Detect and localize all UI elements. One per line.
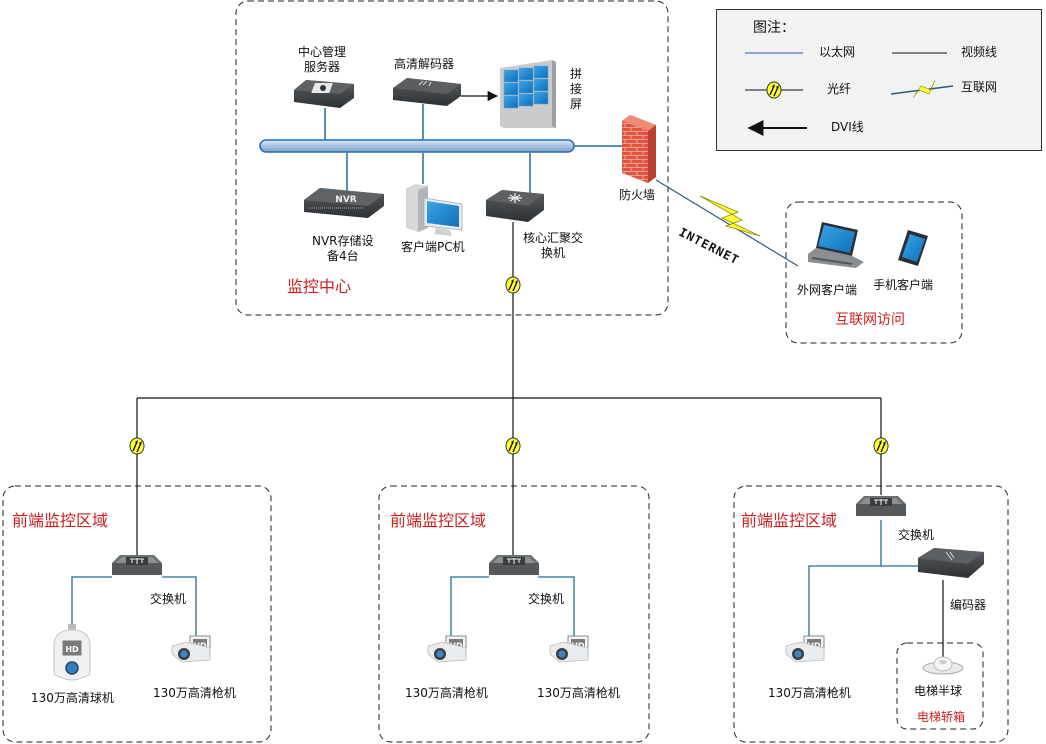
bullet-camera-icon bbox=[171, 635, 211, 663]
front-zone-2-title: 前端监控区域 bbox=[390, 511, 487, 530]
legend-panel: 图注： 以太网 视频线 光纤 互联网 DVI线 bbox=[716, 9, 1042, 151]
svg-text:HD: HD bbox=[65, 645, 79, 654]
front-zone-2 bbox=[378, 485, 650, 743]
legend-label-internet: 互联网 bbox=[961, 80, 998, 94]
laptop-client-label: 外网客户端 bbox=[797, 283, 858, 297]
front-zone-1-title: 前端监控区域 bbox=[12, 511, 109, 530]
ethernet-backbone-bus bbox=[259, 139, 575, 153]
bullet-camera-icon bbox=[785, 635, 825, 663]
zone2-switch-label: 交换机 bbox=[528, 592, 565, 606]
encoder-icon bbox=[918, 548, 984, 578]
legend-title: 图注： bbox=[753, 20, 795, 36]
fiber-icon bbox=[505, 437, 521, 455]
zone2-ethernet bbox=[450, 576, 575, 636]
internet-lightning-link bbox=[655, 179, 799, 267]
front-zone-3-title: 前端监控区域 bbox=[741, 511, 838, 530]
legend-label-fiber: 光纤 bbox=[827, 82, 852, 96]
internet-access-title: 互联网访问 bbox=[835, 312, 905, 328]
bullet-camera-label: 130万高清枪机 bbox=[768, 686, 851, 700]
video-wall-label: 拼 接 屏 bbox=[570, 67, 583, 111]
front-zone-3 bbox=[733, 485, 1009, 743]
zone3-switch-label: 交换机 bbox=[898, 528, 935, 542]
elevator-car-title: 电梯轿箱 bbox=[917, 710, 966, 724]
legend-label-dvi: DVI线 bbox=[831, 120, 864, 134]
zone3-ethernet bbox=[808, 520, 922, 636]
zone2-switch-icon bbox=[488, 554, 540, 576]
bullet-camera-label: 130万高清枪机 bbox=[405, 686, 488, 700]
legend-label-ethernet: 以太网 bbox=[819, 45, 856, 59]
bullet-camera-label: 130万高清枪机 bbox=[537, 686, 620, 700]
speed-dome-camera-icon: HD bbox=[53, 624, 91, 681]
client-pc-icon bbox=[406, 184, 463, 236]
fiber-icon bbox=[766, 81, 782, 99]
core-switch-icon bbox=[486, 190, 544, 222]
hd-decoder-label: 高清解码器 bbox=[394, 57, 455, 71]
fiber-trunk bbox=[136, 222, 882, 555]
mobile-phone-icon bbox=[898, 230, 928, 266]
video-wall-icon bbox=[500, 60, 556, 128]
management-server-icon bbox=[294, 80, 354, 108]
mini-dome-camera-icon bbox=[922, 656, 964, 675]
control-center-zone bbox=[235, 0, 669, 316]
elevator-car-zone bbox=[896, 642, 984, 730]
elevator-dome-label: 电梯半球 bbox=[914, 684, 963, 698]
zone1-switch-label: 交换机 bbox=[150, 592, 187, 606]
bullet-camera-icon bbox=[549, 635, 589, 663]
firewall-icon bbox=[622, 115, 656, 183]
fiber-icon bbox=[129, 437, 145, 455]
management-server-label: 中心管理 服务器 bbox=[298, 45, 347, 74]
encoder-label: 编码器 bbox=[950, 598, 987, 612]
core-switch-label: 核心汇聚交 换机 bbox=[523, 231, 584, 260]
internet-lightning-icon bbox=[890, 79, 954, 99]
bullet-camera-icon bbox=[427, 635, 467, 663]
legend-symbols bbox=[745, 52, 954, 136]
legend-label-video: 视频线 bbox=[961, 45, 998, 59]
control-center-title: 监控中心 bbox=[287, 277, 352, 296]
fiber-icon bbox=[873, 437, 889, 455]
zone1-ethernet bbox=[71, 576, 197, 636]
zone3-switch-icon bbox=[855, 495, 907, 517]
bullet-camera-label: 130万高清枪机 bbox=[153, 686, 236, 700]
speed-dome-label: 130万高清球机 bbox=[31, 691, 114, 705]
nvr-icon: NVR bbox=[304, 188, 384, 218]
ethernet-links bbox=[324, 104, 622, 194]
zone1-switch-icon bbox=[111, 554, 163, 576]
nvr-badge: NVR bbox=[335, 195, 356, 205]
firewall-label: 防火墙 bbox=[619, 188, 656, 202]
nvr-label: NVR存储设 备4台 bbox=[312, 234, 374, 263]
laptop-icon bbox=[808, 222, 864, 268]
fiber-icon bbox=[505, 276, 521, 294]
client-pc-label: 客户端PC机 bbox=[401, 240, 465, 254]
hd-decoder-icon bbox=[393, 78, 461, 106]
phone-client-label: 手机客户端 bbox=[873, 278, 934, 292]
internet-access-zone bbox=[785, 201, 963, 344]
